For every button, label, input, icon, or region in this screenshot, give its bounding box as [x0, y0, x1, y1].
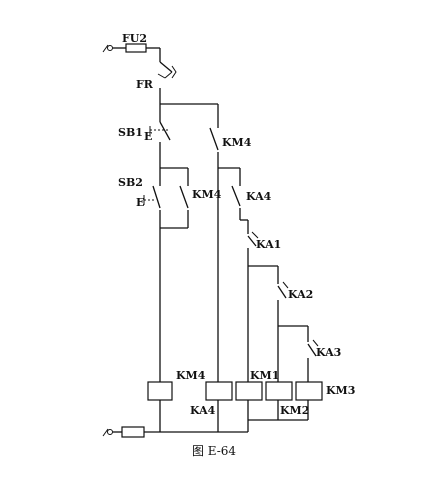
coil-km1	[235, 381, 263, 401]
label-km4-top: KM4	[222, 136, 252, 149]
label-ka3-contact: KA3	[316, 346, 341, 359]
label-km3-coil: KM3	[326, 384, 355, 397]
contact-km4-hold	[179, 185, 189, 228]
label-km4-coil: KM4	[176, 369, 206, 382]
label-e-sb2: E	[136, 196, 144, 209]
coil-km4	[147, 381, 173, 401]
label-km4-hold: KM4	[192, 188, 222, 201]
coil-km3	[295, 381, 323, 401]
contact-km4-top	[209, 127, 219, 168]
coil-ka4	[205, 381, 233, 401]
label-ka4-contact: KA4	[246, 190, 272, 203]
contact-ka4	[231, 185, 241, 220]
label-fu2: FU2	[122, 32, 147, 45]
coil-km2	[265, 381, 293, 401]
contact-fr	[157, 61, 177, 104]
supply-terminal-bottom	[102, 428, 113, 437]
button-sb2	[143, 185, 161, 228]
label-ka4-coil: KA4	[190, 404, 216, 417]
fuse-bottom	[121, 426, 145, 438]
supply-terminal-top	[102, 44, 113, 53]
contact-ka2	[277, 281, 289, 299]
figure-caption: 图 E-64	[192, 444, 236, 458]
label-sb1: SB1	[118, 126, 143, 139]
label-sb2: SB2	[118, 176, 143, 189]
label-ka1-contact: KA1	[256, 238, 281, 251]
button-sb1	[149, 121, 171, 168]
label-e-sb1: E	[144, 130, 152, 143]
contact-ka3	[307, 339, 319, 357]
label-km1-coil: KM1	[250, 369, 279, 382]
fuse-fu2	[125, 43, 147, 53]
contact-ka1	[247, 231, 259, 247]
label-km2-coil: KM2	[280, 404, 309, 417]
label-fr: FR	[136, 78, 154, 91]
label-ka2-contact: KA2	[288, 288, 313, 301]
